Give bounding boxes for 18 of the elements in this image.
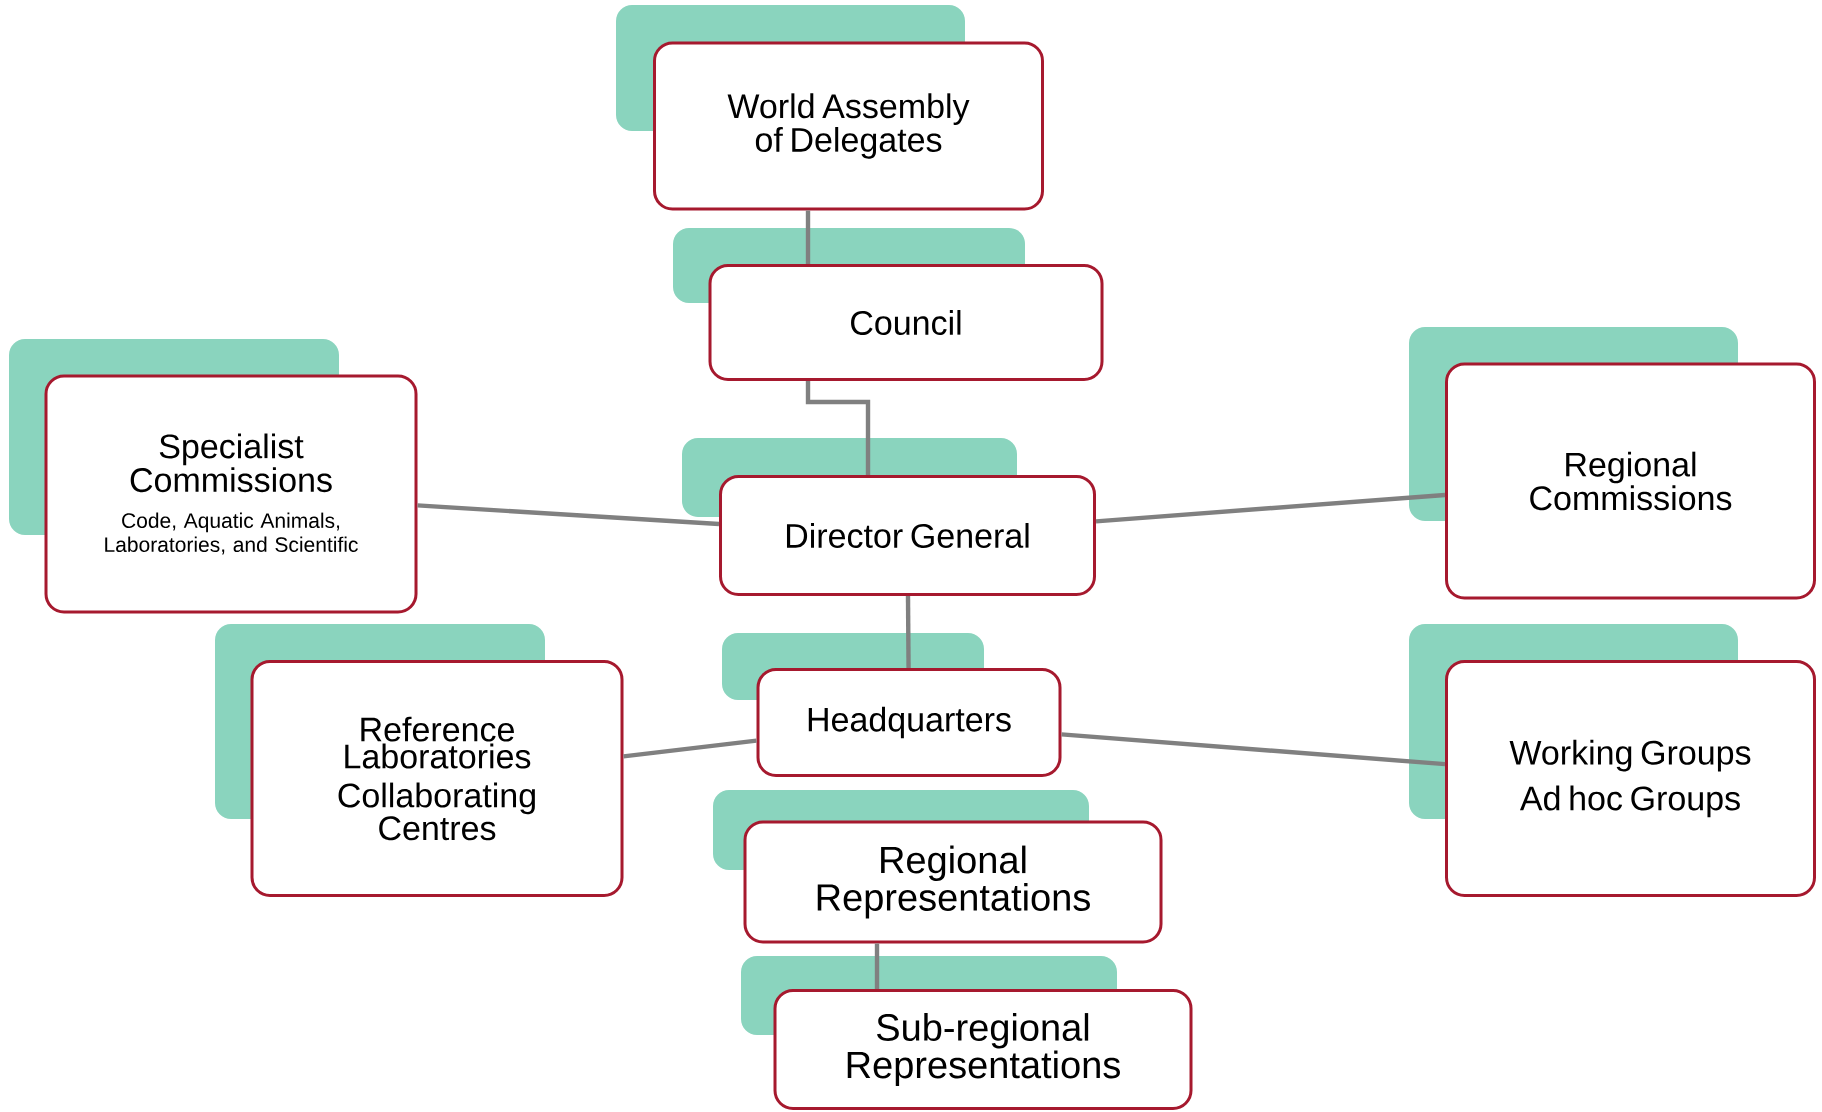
org-box: Regional Commissions	[1445, 362, 1816, 600]
org-box: Specialist Commissions Code, Aquatic Animals, Laboratories, and Scientific	[44, 374, 418, 614]
org-box: Regional Representations	[743, 820, 1163, 944]
connector-line	[805, 381, 871, 475]
connector-line	[805, 210, 811, 264]
connector-line	[417, 503, 720, 527]
connector-line	[1095, 492, 1446, 524]
org-box: Reference Laboratories Collaborating Centres	[250, 660, 624, 897]
org-box: Headquarters	[756, 668, 1062, 777]
org-box: Council	[708, 264, 1104, 381]
org-box: Sub-regional Representations	[773, 989, 1193, 1110]
connector-line	[1061, 732, 1446, 767]
org-box: Working Groups Ad hoc Groups	[1445, 660, 1816, 897]
connector-line	[905, 595, 911, 668]
connector-line	[623, 738, 757, 759]
org-box: Director General	[719, 475, 1096, 596]
connector-line	[874, 943, 880, 989]
org-box: World Assembly of Delegates	[653, 41, 1044, 211]
